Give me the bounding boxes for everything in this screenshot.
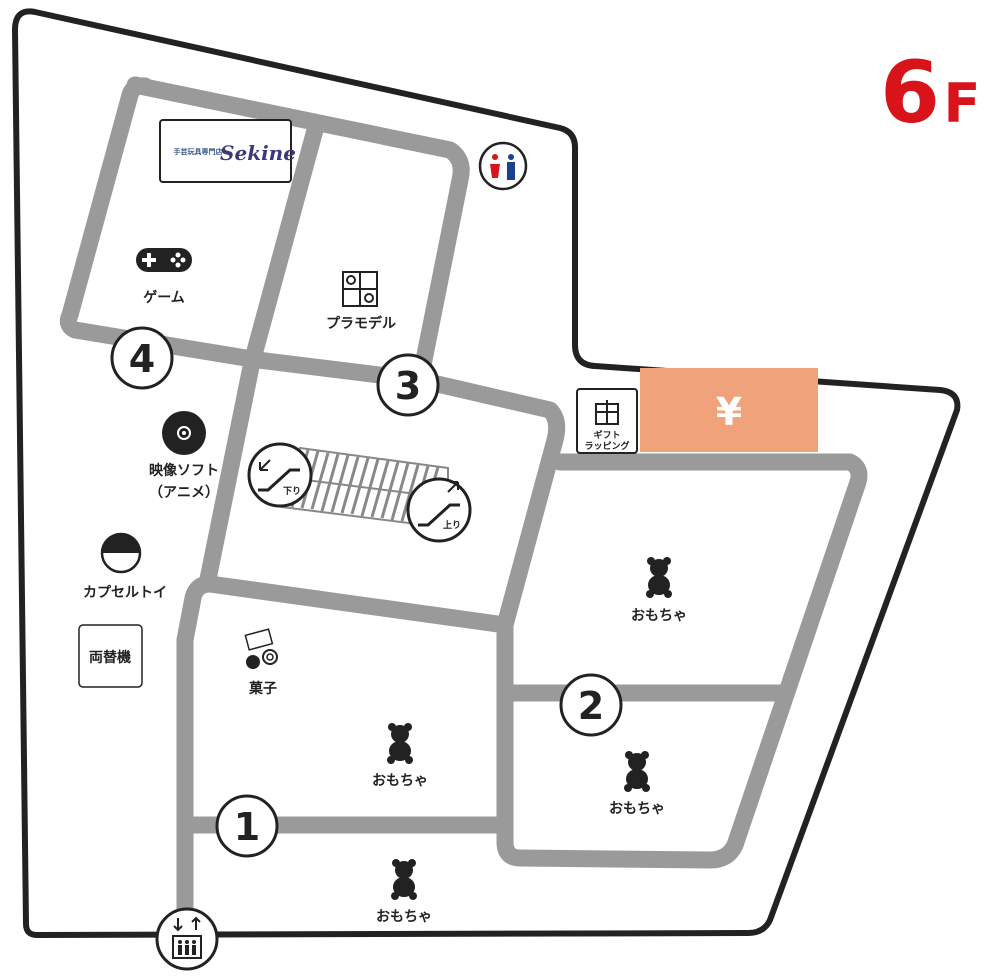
brand-name: Sekine [220, 141, 296, 165]
teddy-bear-icon [387, 723, 413, 764]
sweets-icon [244, 628, 278, 669]
escalator-down-icon[interactable]: 下り [247, 442, 313, 508]
floor-number: 6 [880, 43, 940, 143]
aisles [59, 76, 868, 939]
label-toys-bottom: おもちゃ [376, 909, 432, 925]
gift-wrapping: ギフト ラッピング [576, 388, 638, 454]
model-kit-icon [342, 271, 378, 307]
aisle-center [176, 371, 566, 939]
label-video-line1: 映像ソフト [149, 462, 219, 479]
aisle-left-spine [198, 353, 261, 593]
cashier-counter [640, 368, 818, 452]
zone-marker-2: 2 [559, 673, 623, 737]
gift-icon [595, 400, 619, 425]
escalator-up-label: 上り [443, 519, 461, 531]
aisle-upper-left-block [59, 76, 470, 389]
gamepad-icon [136, 248, 192, 272]
zone-1-number: 1 [234, 805, 260, 849]
teddy-bear-icon [624, 751, 650, 792]
floor-suffix: F [944, 72, 981, 135]
capsule-toy-icon [100, 532, 142, 574]
teddy-bear-icon [646, 557, 672, 598]
gift-label-line2: ラッピング [584, 440, 629, 452]
exchange-machine: 両替機 [78, 624, 143, 688]
aisle-right-block [496, 453, 868, 869]
zone-4-number: 4 [129, 337, 155, 381]
zone-marker-1: 1 [215, 794, 279, 858]
restroom-icon[interactable] [478, 141, 528, 191]
disc-icon [162, 411, 206, 455]
label-game: ゲーム [143, 289, 185, 306]
label-capsule: カプセルトイ [83, 585, 167, 601]
label-toys-right-top: おもちゃ [631, 608, 687, 624]
zone-marker-4: 4 [110, 326, 174, 390]
floor-outline [12, 8, 961, 938]
aisle-divider-top [243, 121, 324, 371]
label-exchange: 両替機 [89, 649, 131, 666]
brand-sign: 手芸玩具専門店 Sekine [159, 119, 296, 183]
label-plamodel: プラモデル [326, 315, 396, 332]
floor-indicator: 6 F [880, 43, 980, 143]
zone-2-number: 2 [578, 684, 604, 728]
elevator-icon[interactable] [155, 907, 219, 971]
cashier-yen-label: ¥ [716, 390, 742, 434]
brand-small-text: 手芸玩具専門店 [174, 147, 223, 156]
escalator-up-icon[interactable]: 上り [406, 477, 472, 543]
gift-label-line1: ギフト [593, 429, 620, 441]
label-sweets: 菓子 [248, 680, 277, 697]
zone-marker-3: 3 [376, 353, 440, 417]
label-toys-right-bottom: おもちゃ [609, 801, 665, 817]
teddy-bear-icon [391, 859, 417, 900]
zone-3-number: 3 [395, 364, 421, 408]
label-toys-center: おもちゃ [372, 773, 428, 789]
label-video-line2: （アニメ） [149, 485, 219, 501]
escalator-down-label: 下り [283, 486, 301, 497]
